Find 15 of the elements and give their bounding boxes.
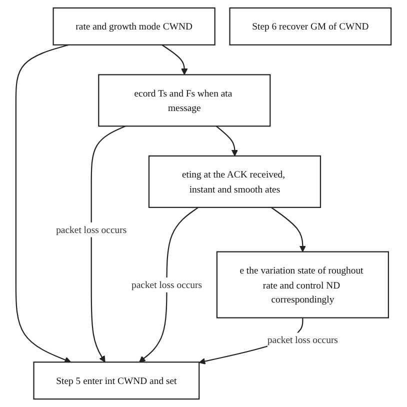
- edge-label: packet loss occurs: [267, 334, 338, 346]
- node-box: Step 6 recover GM of CWND: [229, 7, 392, 46]
- edge-label: packet loss occurs: [132, 278, 202, 290]
- arrow: [270, 206, 306, 252]
- edge-label: packet loss occurs: [56, 224, 127, 235]
- node-box: ecord Ts and Fs when ata message: [98, 74, 271, 127]
- arrow: [15, 44, 72, 363]
- arrow: [139, 206, 199, 362]
- node-box: e the variation state of roughout rate and control ND correspondingly: [216, 251, 389, 318]
- arrow: [90, 126, 126, 362]
- arrow: [162, 44, 188, 75]
- node-box: eting at the ACK received, instant and smooth ates: [148, 155, 322, 208]
- arrow: [216, 126, 238, 156]
- node-box: rate and growth mode CWND: [52, 7, 216, 46]
- node-box: Step 5 enter int CWND and set: [33, 362, 200, 400]
